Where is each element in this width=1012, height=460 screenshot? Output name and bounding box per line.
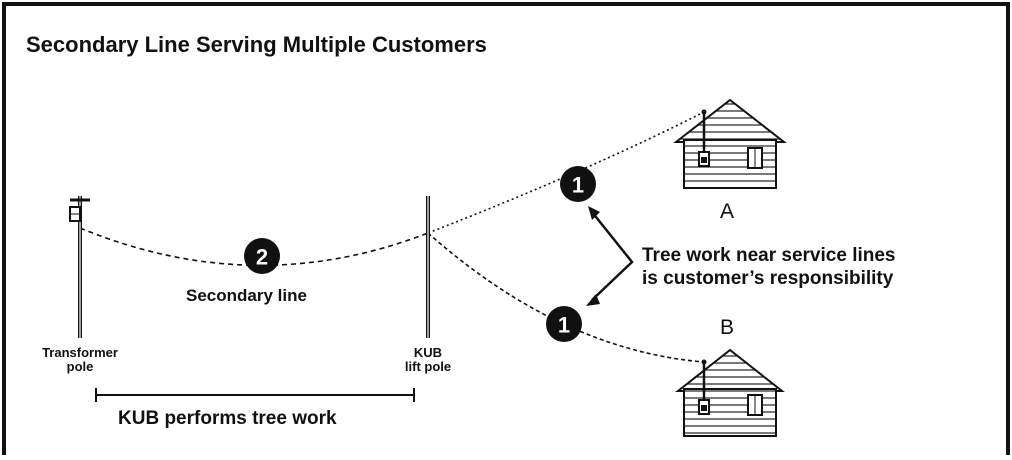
- transformer-pole-label-line2: pole: [66, 359, 94, 374]
- house-b-icon: [675, 348, 785, 437]
- diagram-title: Secondary Line Serving Multiple Customer…: [26, 32, 487, 57]
- marker-2-text: 2: [256, 245, 268, 270]
- kub-work-range-bracket: [95, 388, 415, 402]
- callout-arrows: [586, 206, 634, 306]
- marker-1b-text: 1: [558, 313, 570, 338]
- house-a-icon: [673, 98, 787, 189]
- transformer-pole-label-line1: Transformer: [42, 345, 118, 360]
- house-b-label: B: [720, 316, 735, 339]
- transformer-pole-label: Transformer pole: [22, 346, 138, 374]
- callout-line2: is customer’s responsibility: [642, 268, 894, 289]
- house-a-label: A: [720, 200, 735, 223]
- customer-responsibility-callout: Tree work near service lines is customer…: [642, 244, 896, 290]
- callout-line1: Tree work near service lines: [642, 245, 896, 266]
- marker-1-service-a: 1: [560, 166, 596, 202]
- transformer-pole-icon: [69, 196, 90, 338]
- secondary-line-wire: [79, 227, 429, 267]
- marker-1a-text: 1: [572, 173, 584, 198]
- marker-1-service-b: 1: [546, 306, 582, 342]
- kub-performs-tree-work-label: KUB performs tree work: [118, 408, 337, 429]
- secondary-line-label: Secondary line: [186, 286, 307, 305]
- kub-lift-pole-label: KUB lift pole: [378, 346, 478, 374]
- marker-2-secondary: 2: [244, 238, 280, 274]
- kub-lift-pole-label-line2: lift pole: [404, 359, 452, 374]
- kub-lift-pole-label-line1: KUB: [413, 345, 443, 360]
